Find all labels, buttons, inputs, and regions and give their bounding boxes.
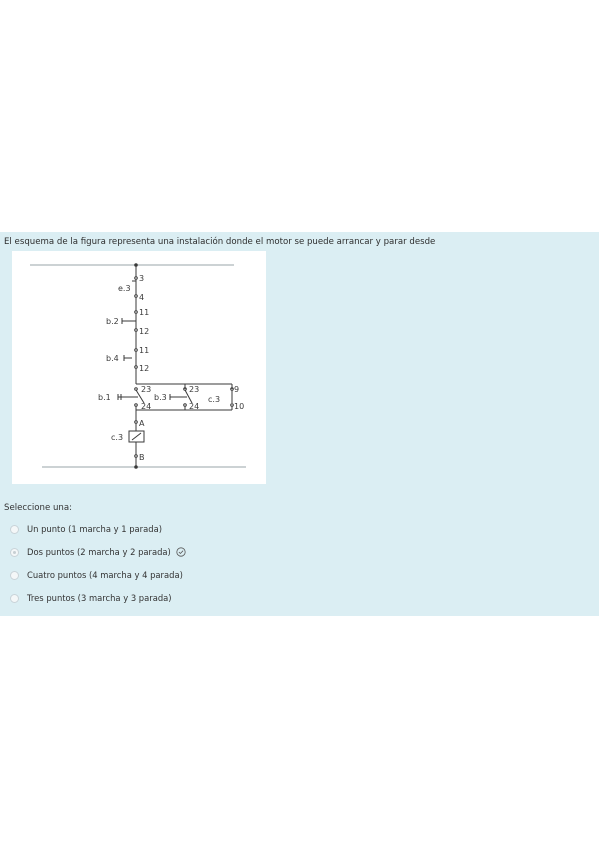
label-b2-12: 12 bbox=[139, 327, 149, 336]
option-label: Un punto (1 marcha y 1 parada) bbox=[27, 524, 162, 534]
label-e3: e.3 bbox=[118, 284, 131, 293]
option-dos-puntos[interactable]: Dos puntos (2 marcha y 2 parada) bbox=[10, 545, 186, 559]
option-label: Tres puntos (3 marcha y 3 parada) bbox=[27, 593, 172, 603]
label-b1-24: 24 bbox=[141, 402, 151, 411]
label-b1-23: 23 bbox=[141, 385, 151, 394]
label-b3-24: 24 bbox=[189, 402, 199, 411]
circuit-diagram: e.3 3 4 b.2 11 12 b.4 11 12 b.1 23 24 b.… bbox=[12, 251, 266, 484]
option-tres-puntos[interactable]: Tres puntos (3 marcha y 3 parada) bbox=[10, 591, 172, 605]
c3-coil bbox=[128, 420, 145, 458]
label-b4-12: 12 bbox=[139, 364, 149, 373]
check-circle-icon bbox=[176, 547, 186, 557]
select-prompt: Seleccione una: bbox=[4, 503, 73, 513]
option-label: Cuatro puntos (4 marcha y 4 parada) bbox=[27, 570, 183, 580]
question-text: El esquema de la figura representa una i… bbox=[4, 237, 436, 247]
label-coil-a: A bbox=[139, 419, 145, 428]
b1-start-button bbox=[117, 387, 145, 407]
b3-start-button bbox=[169, 384, 193, 410]
radio-dos-puntos[interactable] bbox=[10, 547, 19, 557]
option-un-punto[interactable]: Un punto (1 marcha y 1 parada) bbox=[10, 522, 162, 536]
radio-cuatro-puntos[interactable] bbox=[10, 570, 19, 580]
label-e3-3: 3 bbox=[139, 274, 144, 283]
label-b2-11: 11 bbox=[139, 308, 149, 317]
label-b3-23: 23 bbox=[189, 385, 199, 394]
label-b2: b.2 bbox=[106, 317, 119, 326]
b2-stop-button bbox=[121, 310, 138, 332]
circuit-diagram-svg: e.3 3 4 b.2 11 12 b.4 11 12 b.1 23 24 b.… bbox=[30, 263, 246, 469]
e3-contact bbox=[132, 276, 138, 298]
label-c3-aux: c.3 bbox=[208, 395, 220, 404]
label-b4-11: 11 bbox=[139, 346, 149, 355]
label-b4: b.4 bbox=[106, 354, 119, 363]
radio-un-punto[interactable] bbox=[10, 524, 19, 534]
label-b3: b.3 bbox=[154, 393, 167, 402]
label-coil: c.3 bbox=[111, 433, 123, 442]
label-b1: b.1 bbox=[98, 393, 111, 402]
label-coil-b: B bbox=[139, 453, 145, 462]
c3-aux-contact bbox=[230, 384, 234, 410]
label-c3-10: 10 bbox=[234, 402, 244, 411]
option-label: Dos puntos (2 marcha y 2 parada) bbox=[27, 547, 171, 557]
radio-tres-puntos[interactable] bbox=[10, 593, 19, 603]
label-c3-9: 9 bbox=[234, 385, 239, 394]
label-e3-4: 4 bbox=[139, 293, 144, 302]
b4-stop-button bbox=[123, 348, 138, 369]
option-cuatro-puntos[interactable]: Cuatro puntos (4 marcha y 4 parada) bbox=[10, 568, 183, 582]
